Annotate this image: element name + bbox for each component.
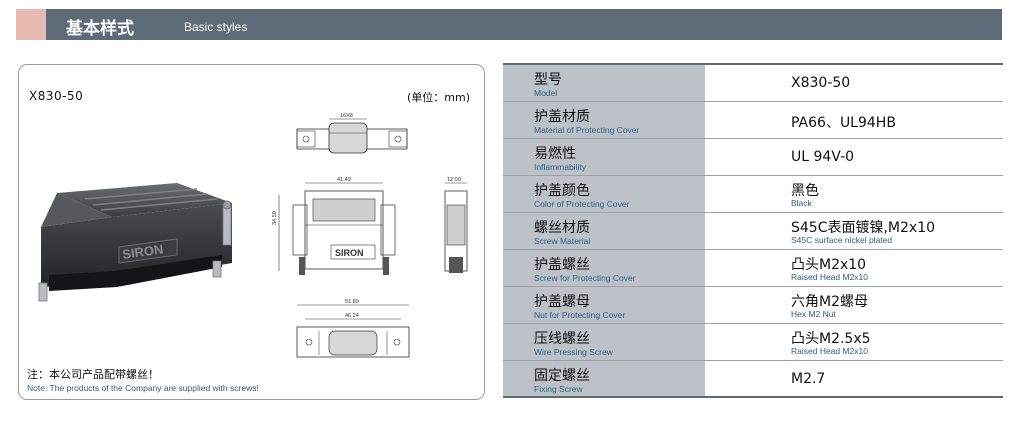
header-accent: [16, 9, 46, 40]
table-bottom-border: [503, 396, 1003, 398]
value-sub: Raised Head M2x10: [791, 346, 869, 356]
label-en: Nut for Protecting Cover: [534, 310, 626, 320]
label-cn: 护盖材质: [534, 109, 590, 125]
spec-row-cover-color: 护盖颜色 Color of Protecting Cover 黑色 Black: [503, 176, 1003, 213]
value-main: UL 94V-0: [791, 149, 855, 165]
drawing-front-view: 41.49 34.50 SIRON: [272, 177, 396, 275]
label-en: Color of Protecting Cover: [534, 199, 630, 209]
value-cell: S45C表面镀镍,M2x10 S45C surface nickel plate…: [707, 213, 1003, 249]
value-sub: S45C surface nickel plated: [791, 235, 893, 245]
label-cell: 护盖螺丝 Screw for Protecting Cover: [503, 250, 706, 286]
value-sub: Hex M2 Nut: [791, 309, 836, 319]
label-cell: 易燃性 Inflammability: [503, 139, 706, 175]
label-en: Screw Material: [534, 236, 591, 246]
spec-row-cover-material: 护盖材质 Material of Protecting Cover PA66、U…: [503, 102, 1003, 139]
value-main: 凸头M2.5x5: [791, 331, 871, 347]
model-code: X830-50: [29, 89, 84, 103]
label-en: Fixing Screw: [534, 384, 583, 394]
label-cn: 固定螺丝: [534, 368, 590, 384]
value-main: 黑色: [791, 183, 819, 199]
table-top-border: [503, 63, 1003, 65]
label-cn: 压线螺丝: [534, 331, 590, 347]
label-cn: 型号: [534, 72, 562, 88]
label-cell: 固定螺丝 Fixing Screw: [503, 361, 706, 397]
spec-row-wire-screw: 压线螺丝 Wire Pressing Screw 凸头M2.5x5 Raised…: [503, 324, 1003, 361]
value-cell: 凸头M2.5x5 Raised Head M2x10: [707, 324, 1003, 360]
value-main: M2.7: [791, 371, 826, 387]
dim-front-height: 34.50: [272, 211, 278, 225]
value-cell: UL 94V-0: [707, 139, 1003, 175]
section-title-cn: 基本样式: [66, 19, 134, 39]
spec-row-model: 型号 Model X830-50: [503, 65, 1003, 102]
dim-bottom-outer: 51.89: [345, 299, 359, 305]
spec-row-cover-nut: 护盖螺母 Nut for Protecting Cover 六角M2螺母 Hex…: [503, 287, 1003, 324]
value-main: 六角M2螺母: [791, 294, 868, 310]
label-cn: 护盖颜色: [534, 183, 590, 199]
note-cn: 注：本公司产品配带螺丝！: [27, 368, 159, 381]
dim-side-width: 12.00: [447, 177, 461, 183]
value-sub: Black: [791, 198, 812, 208]
label-cell: 护盖螺母 Nut for Protecting Cover: [503, 287, 706, 323]
photo-brand-text: SIRON: [121, 241, 164, 262]
value-main: X830-50: [791, 75, 851, 91]
label-en: Screw for Protecting Cover: [534, 273, 636, 283]
dim-front-width: 41.49: [337, 177, 351, 183]
label-cell: 护盖颜色 Color of Protecting Cover: [503, 176, 706, 212]
drawing-brand-text: SIRON: [335, 248, 364, 258]
label-en: Wire Pressing Screw: [534, 347, 613, 357]
product-photo: SIRON: [38, 183, 232, 302]
drawing-top-view: 16X8: [296, 113, 408, 154]
value-sub: Raised Head M2x10: [791, 272, 869, 282]
label-cn: 护盖螺母: [534, 294, 590, 310]
spec-table: 型号 Model X830-50 护盖材质 Material of Protec…: [503, 63, 1003, 399]
label-cn: 易燃性: [534, 146, 576, 162]
section-title-en: Basic styles: [184, 20, 248, 34]
label-cell: 护盖材质 Material of Protecting Cover: [503, 102, 706, 138]
value-cell: M2.7: [707, 361, 1003, 397]
dim-bottom-inner: 46.24: [345, 313, 359, 319]
dim-top-view: 16X8: [340, 113, 353, 119]
value-cell: PA66、UL94HB: [707, 102, 1003, 138]
note-en: Note: The products of the Company are su…: [27, 383, 259, 393]
value-cell: 六角M2螺母 Hex M2 Nut: [707, 287, 1003, 323]
value-cell: X830-50: [707, 65, 1003, 101]
section-header: 基本样式 Basic styles: [16, 9, 1002, 40]
spec-row-fixing-screw: 固定螺丝 Fixing Screw M2.7: [503, 361, 1003, 398]
label-en: Material of Protecting Cover: [534, 125, 640, 135]
drawing-side-view: 12.00: [444, 177, 468, 273]
label-en: Inflammability: [534, 162, 586, 172]
label-en: Model: [534, 88, 558, 98]
value-main: S45C表面镀镍,M2x10: [791, 220, 936, 236]
label-cell: 压线螺丝 Wire Pressing Screw: [503, 324, 706, 360]
label-cell: 型号 Model: [503, 65, 706, 101]
drawing-bottom-view: 51.89 46.24: [296, 299, 410, 358]
label-cn: 螺丝材质: [534, 220, 590, 236]
value-cell: 黑色 Black: [707, 176, 1003, 212]
label-cell: 螺丝材质 Screw Material: [503, 213, 706, 249]
label-cn: 护盖螺丝: [534, 257, 590, 273]
spec-row-inflammability: 易燃性 Inflammability UL 94V-0: [503, 139, 1003, 176]
spec-row-screw-material: 螺丝材质 Screw Material S45C表面镀镍,M2x10 S45C …: [503, 213, 1003, 250]
value-main: PA66、UL94HB: [791, 115, 896, 131]
spec-row-cover-screw: 护盖螺丝 Screw for Protecting Cover 凸头M2x10 …: [503, 250, 1003, 287]
value-cell: 凸头M2x10 Raised Head M2x10: [707, 250, 1003, 286]
value-main: 凸头M2x10: [791, 257, 867, 273]
unit-label: (单位：mm): [406, 91, 470, 104]
product-panel: X830-50 (单位：mm) SIRON: [18, 64, 485, 400]
